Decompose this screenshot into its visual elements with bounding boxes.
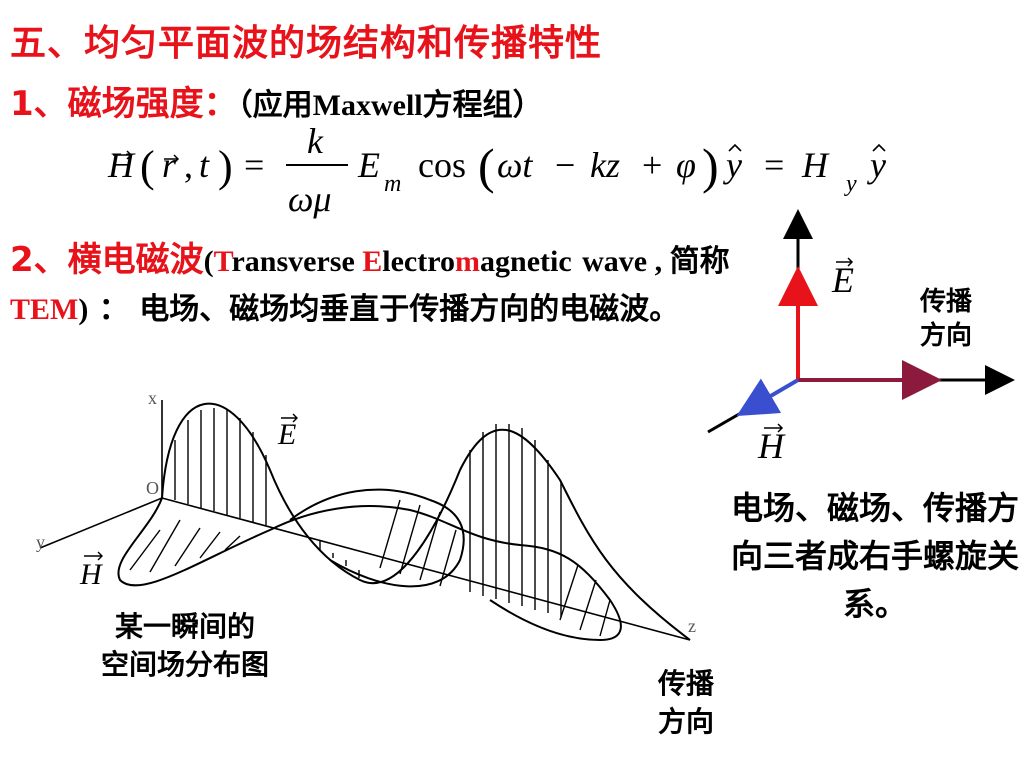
diagram-propagation-label-line2: 方向 bbox=[919, 321, 972, 351]
wave-E-label: E bbox=[277, 418, 296, 451]
diagram-propagation-label: 传播 方向 bbox=[896, 285, 996, 353]
diagram-H-label: H bbox=[757, 426, 786, 466]
section2-E: E bbox=[362, 245, 383, 278]
eq-m: m bbox=[384, 171, 401, 197]
eq-t: t bbox=[199, 145, 210, 185]
eq-equals-1: = bbox=[244, 145, 264, 185]
wave-caption-line2: 空间场分布图 bbox=[100, 648, 269, 681]
wave-y-axis bbox=[39, 497, 163, 549]
eq-k: k bbox=[307, 121, 324, 161]
e-wave-curve bbox=[161, 402, 691, 641]
eq-r: r bbox=[162, 145, 177, 185]
wave-x-axis-label: x bbox=[148, 388, 157, 408]
section2-paren-close: ) bbox=[78, 293, 89, 326]
wave-propagation-label-line2: 方向 bbox=[657, 705, 714, 738]
eq-paren-l: ( bbox=[140, 142, 155, 191]
wave-z-axis bbox=[161, 497, 691, 641]
eq-H-2: H bbox=[801, 145, 830, 185]
eq-paren-r: ) bbox=[218, 142, 233, 191]
eq-paren2-l: ( bbox=[478, 138, 495, 194]
eq-omega-mu: ωμ bbox=[288, 179, 332, 219]
section2-agnetic: agnetic bbox=[480, 245, 572, 278]
section2-paren-open: ( bbox=[203, 245, 214, 278]
eq-y-hat-1: y bbox=[723, 145, 742, 185]
diagram-E-label: E bbox=[831, 260, 854, 300]
eq-hat-1 bbox=[728, 143, 742, 152]
eq-E: E bbox=[357, 145, 380, 185]
section1-heading-line: 1、磁场强度：（应用Maxwell方程组） bbox=[10, 76, 543, 125]
wave-z-axis-label: z bbox=[688, 616, 696, 636]
eq-comma: , bbox=[184, 145, 193, 185]
h-wave-hatching bbox=[129, 499, 611, 637]
section2-abbr: 简称 bbox=[669, 244, 730, 279]
wave-E-vector-arrow bbox=[281, 413, 298, 423]
eq-equals-2: = bbox=[764, 145, 784, 185]
slide-title: 五、均匀平面波的场结构和传播特性 bbox=[10, 23, 603, 64]
section2-paragraph: 2、横电磁波(Transverse Electromagnetic wave ,… bbox=[10, 236, 770, 334]
diagram-E-vector-arrow bbox=[836, 257, 854, 267]
wave-caption-line1: 某一瞬间的 bbox=[114, 610, 255, 643]
section1-note-open: （应用 bbox=[237, 88, 313, 123]
section1-heading: 1、磁场强度： bbox=[10, 84, 238, 124]
section2-heading: 2、横电磁波 bbox=[10, 240, 204, 280]
wave-H-vector-arrow bbox=[84, 551, 103, 561]
wave-caption: 某一瞬间的 空间场分布图 bbox=[60, 608, 310, 684]
eq-H: H bbox=[107, 145, 136, 185]
eq-r-vector-arrow bbox=[164, 154, 180, 164]
section1-note-close: 方程组） bbox=[422, 88, 543, 123]
section2-ransverse: ransverse bbox=[231, 245, 363, 278]
eq-plus: + bbox=[642, 145, 662, 185]
eq-hat-2 bbox=[872, 143, 886, 152]
magnetic-field-equation: H ( r , t ) = k ωμ E m cos ( ωt − kz + φ… bbox=[107, 121, 886, 219]
section2-definition: ： 电场、磁场均垂直于传播方向的电磁波。 bbox=[88, 292, 680, 327]
wave-H-label: H bbox=[79, 558, 104, 591]
wave-propagation-label-line1: 传播 bbox=[657, 667, 714, 700]
h-wave-curve bbox=[117, 497, 622, 642]
section2-m: m bbox=[455, 245, 481, 278]
section2-TEM: TEM bbox=[10, 293, 79, 326]
right-hand-rule-text: 电场、磁场、传播方向三者成右手螺旋关系。 bbox=[730, 489, 1019, 623]
eq-y-sub: y bbox=[844, 171, 857, 197]
h-wave-curve-2 bbox=[289, 488, 465, 588]
h-field-arrow bbox=[736, 378, 800, 417]
wave-y-axis-label: y bbox=[36, 532, 45, 552]
eq-minus: − bbox=[555, 145, 575, 185]
e-wave-hatching bbox=[174, 408, 562, 617]
eq-H-vector-arrow bbox=[113, 150, 133, 160]
wave-propagation-label: 传播 方向 bbox=[636, 665, 736, 741]
section2-wave: wave , bbox=[582, 245, 670, 278]
eq-omega-t: ωt bbox=[497, 145, 533, 185]
wave-origin-label: O bbox=[146, 478, 159, 498]
section2-lectro: lectro bbox=[382, 245, 456, 278]
eq-kz: kz bbox=[590, 145, 620, 185]
eq-phi: φ bbox=[676, 145, 696, 185]
diagram-propagation-label-line1: 传播 bbox=[919, 287, 972, 317]
section1-note-maxwell: Maxwell bbox=[312, 89, 423, 122]
eq-cos: cos bbox=[418, 145, 466, 185]
diagram-H-vector-arrow bbox=[764, 423, 784, 433]
eq-paren2-r: ) bbox=[702, 138, 719, 194]
eq-y-hat-2: y bbox=[867, 145, 886, 185]
section2-T: T bbox=[213, 245, 232, 278]
